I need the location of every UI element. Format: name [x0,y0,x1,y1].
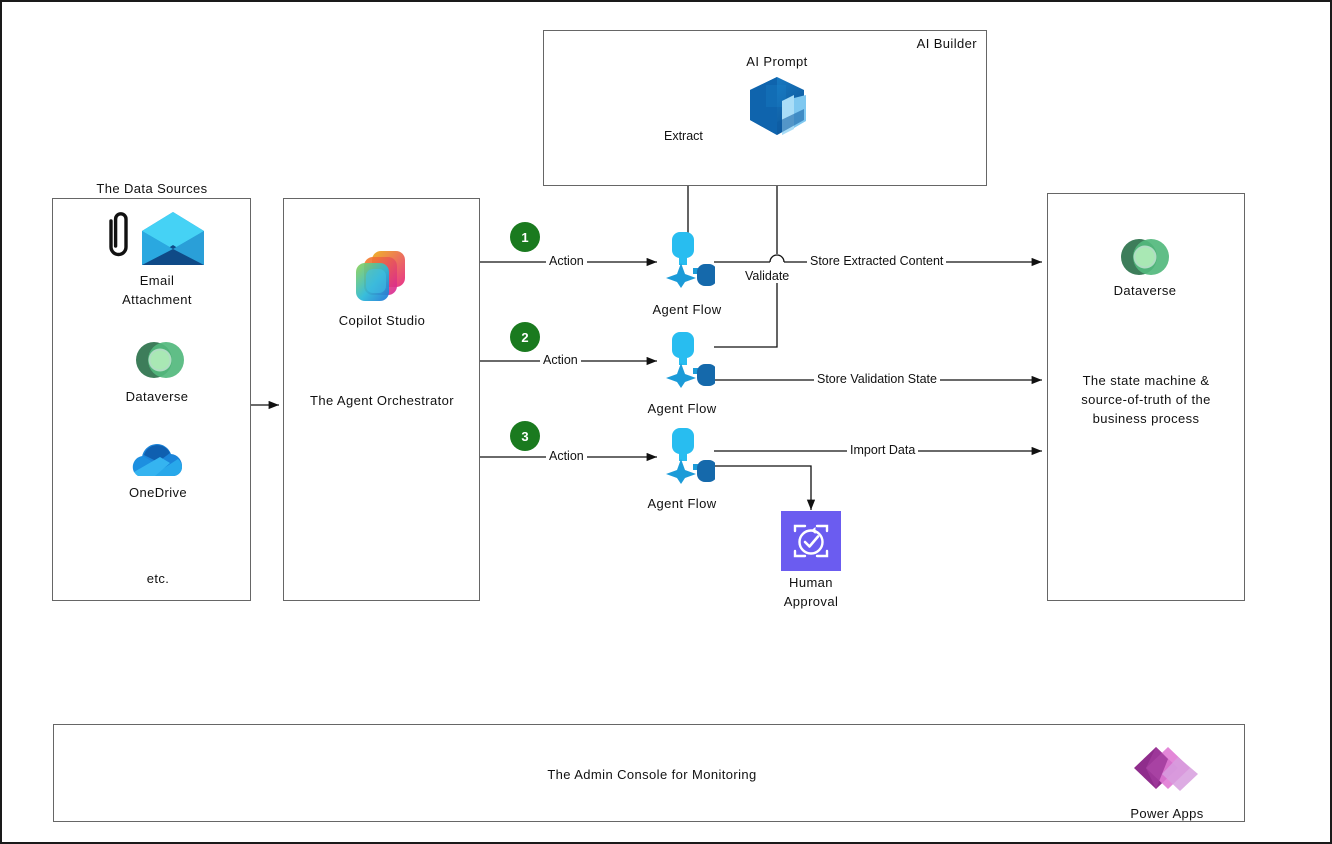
agent-flow-label-3: Agent Flow [647,496,717,511]
dataverse-icon [133,335,187,385]
agent-flow-icon-2 [659,330,717,388]
action-label-1: Action [546,254,587,268]
power-apps-icon [1132,743,1202,801]
agent-flow-label-2: Agent Flow [647,401,717,416]
data-sources-title: The Data Sources [96,181,208,196]
agent-flow-icon-1 [659,230,717,288]
flow-badge-2: 2 [510,322,540,352]
data-source-label-3: etc. [146,571,170,586]
data-source-label-0-line1: Email [139,273,175,288]
data-source-label-2: OneDrive [128,485,188,500]
ai-prompt-icon [738,73,816,151]
validate-wire-label: Validate [742,269,793,283]
extract-wire-label: Extract [661,129,706,143]
email-attachment-icon [97,209,212,267]
human-approval-label-line1: Human [789,575,833,590]
state-store-desc-line2: source-of-truth of the [1081,392,1211,407]
store-validation-state-label: Store Validation State [814,372,940,386]
agent-orchestrator-title: The Agent Orchestrator [310,393,454,408]
human-approval-icon [781,511,841,571]
agent-flow-icon-3 [659,426,717,484]
human-approval-label-line2: Approval [783,594,839,609]
data-source-label-0-line2: Attachment [122,292,192,307]
admin-console-panel [53,724,1245,822]
state-store-desc-line1: The state machine & [1082,373,1210,388]
ai-prompt-label: AI Prompt [746,54,808,69]
store-extracted-content-label: Store Extracted Content [807,254,947,268]
action-label-3: Action [546,449,587,463]
import-data-label: Import Data [847,443,919,457]
state-store-desc-line3: business process [1092,411,1200,426]
state-store-dataverse-label: Dataverse [1113,283,1177,298]
flow-badge-3: 3 [510,421,540,451]
data-sources-panel [52,198,251,601]
action-label-2: Action [540,353,581,367]
copilot-studio-label: Copilot Studio [338,313,426,328]
admin-console-title: The Admin Console for Monitoring [547,767,757,782]
data-source-label-1: Dataverse [125,389,189,404]
onedrive-icon [124,439,194,485]
copilot-studio-icon [350,247,412,305]
ai-builder-title: AI Builder [916,36,977,51]
power-apps-label: Power Apps [1130,806,1204,821]
agent-flow-label-1: Agent Flow [652,302,722,317]
flow-badge-1: 1 [510,222,540,252]
state-store-dataverse-icon [1118,232,1172,282]
